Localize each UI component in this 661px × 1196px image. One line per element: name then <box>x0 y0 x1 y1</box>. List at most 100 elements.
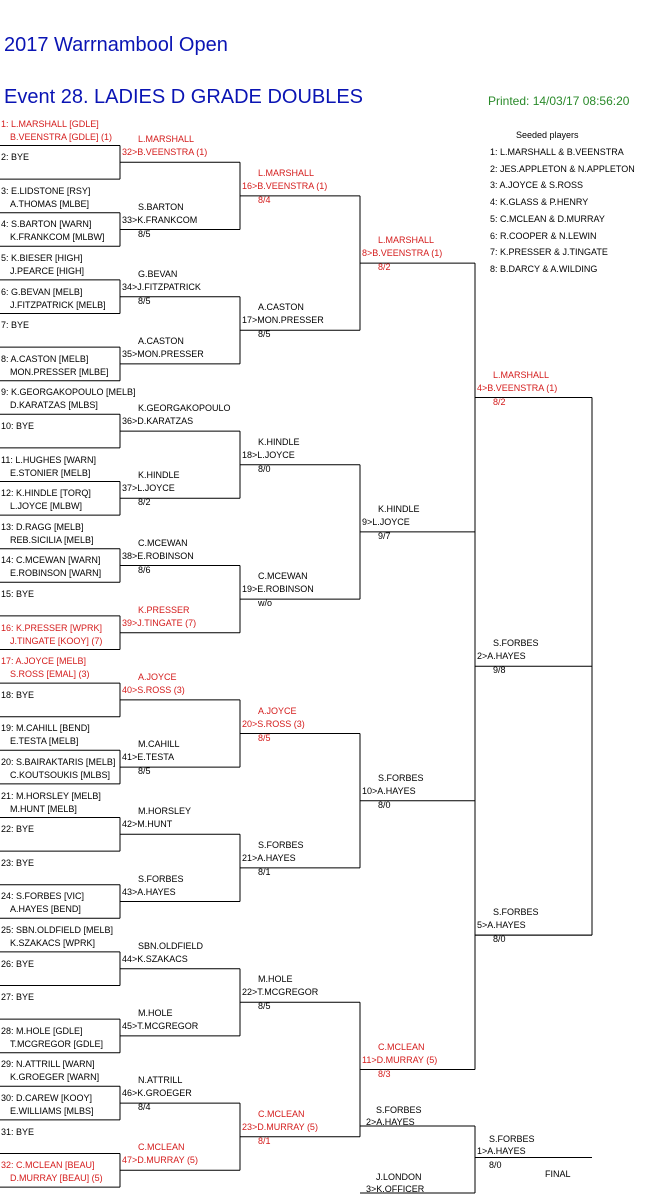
match-score: 8/2 <box>378 262 391 273</box>
draw-entry-partner: L.JOYCE [MLBW] <box>10 501 83 512</box>
draw-entry-partner: A.HAYES [BEND] <box>10 904 81 915</box>
match-winner-partner: 20>S.ROSS (3) <box>242 718 305 729</box>
match-winner-name: S.FORBES <box>378 772 424 783</box>
match-winner-name: L.MARSHALL <box>138 134 195 145</box>
match-winner-partner: 8>B.VEENSTRA (1) <box>362 248 443 259</box>
match-winner-name: C.MCLEAN <box>258 1108 305 1119</box>
draw-entry-player: 32: C.MCLEAN [BEAU] <box>1 1160 95 1171</box>
draw-entry-partner: T.MCGREGOR [GDLE] <box>10 1038 104 1049</box>
match-winner-name: A.CASTON <box>138 335 184 346</box>
seed-item: 5: C.MCLEAN & D.MURRAY <box>490 214 605 224</box>
match-winner-partner: 10>A.HAYES <box>362 785 416 796</box>
draw-entry-player: 22: BYE <box>1 824 35 835</box>
draw-entry-partner: E.WILLIAMS [MLBS] <box>10 1105 94 1116</box>
match-score: w/o <box>258 598 273 609</box>
match-winner-partner: 34>J.FITZPATRICK <box>122 281 201 292</box>
match-winner-name: L.MARSHALL <box>258 167 315 178</box>
draw-entry-player: 21: M.HORSLEY [MELB] <box>1 790 101 801</box>
draw-entry-partner: J.FITZPATRICK [MELB] <box>10 299 106 310</box>
draw-entry-partner: A.THOMAS [MLBE] <box>10 198 90 209</box>
match-winner-name: SBN.OLDFIELD <box>138 940 204 951</box>
draw-entry-partner: B.VEENSTRA [GDLE] (1) <box>10 131 113 142</box>
draw-entry-partner: J.TINGATE [KOOY] (7) <box>10 635 103 646</box>
match-score: 8/5 <box>138 228 151 239</box>
match-score: 8/1 <box>258 866 271 877</box>
match-winner-partner: 39>J.TINGATE (7) <box>122 617 197 628</box>
draw-entry-player: 6: G.BEVAN [MELB] <box>1 286 83 297</box>
draw-entry-player: 26: BYE <box>1 958 35 969</box>
match-winner-partner: 44>K.SZAKACS <box>122 953 188 964</box>
draw-entry-partner: K.SZAKACS [WPRK] <box>10 937 96 948</box>
draw-entry-player: 19: M.CAHILL [BEND] <box>1 723 90 734</box>
match-winner-name: L.MARSHALL <box>493 369 550 380</box>
match-score: 8/5 <box>258 1001 271 1012</box>
draw-entry-player: 20: S.BAIRAKTARIS [MELB] <box>1 756 116 767</box>
draw-entry-player: 10: BYE <box>1 420 35 431</box>
draw-entry-player: 27: BYE <box>1 992 35 1003</box>
draw-entry-player: 15: BYE <box>1 588 35 599</box>
seeded-players-title: Seeded players <box>516 130 579 140</box>
match-winner-partner: 46>K.GROEGER <box>122 1088 192 1099</box>
draw-entry-player: 13: D.RAGG [MELB] <box>1 521 84 532</box>
final-winner-partner: 1>A.HAYES <box>477 1145 526 1156</box>
draw-entry-player: 12: K.HINDLE [TORQ] <box>1 488 91 499</box>
match-winner-partner: 2>A.HAYES <box>366 1117 415 1127</box>
match-winner-partner: 35>MON.PRESSER <box>122 348 204 359</box>
match-winner-partner: 40>S.ROSS (3) <box>122 684 185 695</box>
match-winner-name: C.MCLEAN <box>138 1142 185 1153</box>
match-score: 8/0 <box>258 463 271 474</box>
match-score: 8/4 <box>138 1102 151 1113</box>
match-winner-partner: 45>T.MCGREGOR <box>122 1020 199 1031</box>
match-winner-name: S.BARTON <box>138 201 184 212</box>
seed-item: 7: K.PRESSER & J.TINGATE <box>490 247 608 257</box>
draw-entry-partner: D.KARATZAS [MLBS] <box>10 400 98 411</box>
match-winner-name: M.CAHILL <box>138 739 180 750</box>
match-winner-partner: 23>D.MURRAY (5) <box>242 1121 318 1132</box>
match-winner-name: S.FORBES <box>258 839 304 850</box>
final-label: FINAL <box>545 1169 571 1179</box>
match-score: 8/5 <box>138 766 151 777</box>
match-score: 8/5 <box>258 732 271 743</box>
match-score: 8/0 <box>378 799 391 810</box>
draw-entry-player: 9: K.GEORGAKOPOULO [MELB] <box>1 387 136 398</box>
match-score: 8/6 <box>138 564 151 575</box>
seed-item: 6: R.COOPER & N.LEWIN <box>490 231 597 241</box>
match-winner-name: S.FORBES <box>138 873 184 884</box>
draw-entry-player: 11: L.HUGHES [WARN] <box>1 454 97 465</box>
seed-item: 3: A.JOYCE & S.ROSS <box>490 180 584 190</box>
match-winner-partner: 36>D.KARATZAS <box>122 416 194 427</box>
match-winner-name: A.CASTON <box>258 302 304 313</box>
match-score: 8/5 <box>138 295 151 306</box>
draw-entry-player: 30: D.CAREW [KOOY] <box>1 1092 93 1103</box>
draw-entry-partner: J.PEARCE [HIGH] <box>10 265 85 276</box>
draw-entry-partner: E.TESTA [MELB] <box>10 736 79 747</box>
match-score: 9/7 <box>378 530 391 541</box>
draw-entry-partner: REB.SICILIA [MELB] <box>10 534 94 545</box>
match-winner-partner: 19>E.ROBINSON <box>242 584 314 595</box>
match-winner-name: K.HINDLE <box>138 470 180 481</box>
draw-entry-partner: MON.PRESSER [MLBE] <box>10 366 109 377</box>
match-score: 8/2 <box>138 497 151 508</box>
match-winner-name: K.HINDLE <box>378 503 420 514</box>
final-score: 8/0 <box>489 1159 502 1170</box>
match-winner-name: A.JOYCE <box>258 705 297 716</box>
draw-entry-partner: D.MURRAY [BEAU] (5) <box>10 1173 103 1184</box>
tournament-title: 2017 Warrnambool Open <box>4 34 228 56</box>
draw-entry-player: 17: A.JOYCE [MELB] <box>1 656 87 667</box>
seed-item: 1: L.MARSHALL & B.VEENSTRA <box>490 147 624 157</box>
match-winner-partner: 2>A.HAYES <box>477 651 526 662</box>
match-winner-name: K.GEORGAKOPOULO <box>138 403 231 414</box>
draw-entry-player: 7: BYE <box>1 320 30 331</box>
draw-entry-player: 14: C.MCEWAN [WARN] <box>1 555 101 566</box>
match-winner-partner: 22>T.MCGREGOR <box>242 987 319 998</box>
draw-entry-partner: K.FRANKCOM [MLBW] <box>10 232 105 243</box>
draw-entry-player: 18: BYE <box>1 689 35 700</box>
draw-entry-player: 29: N.ATTRILL [WARN] <box>1 1059 95 1070</box>
match-winner-partner: 43>A.HAYES <box>122 886 176 897</box>
match-winner-partner: 18>L.JOYCE <box>242 449 295 460</box>
match-winner-name: N.ATTRILL <box>138 1075 183 1086</box>
draw-entry-partner: K.GROEGER [WARN] <box>10 1072 100 1083</box>
match-winner-name: K.PRESSER <box>138 604 190 615</box>
seed-item: 4: K.GLASS & P.HENRY <box>490 197 589 207</box>
